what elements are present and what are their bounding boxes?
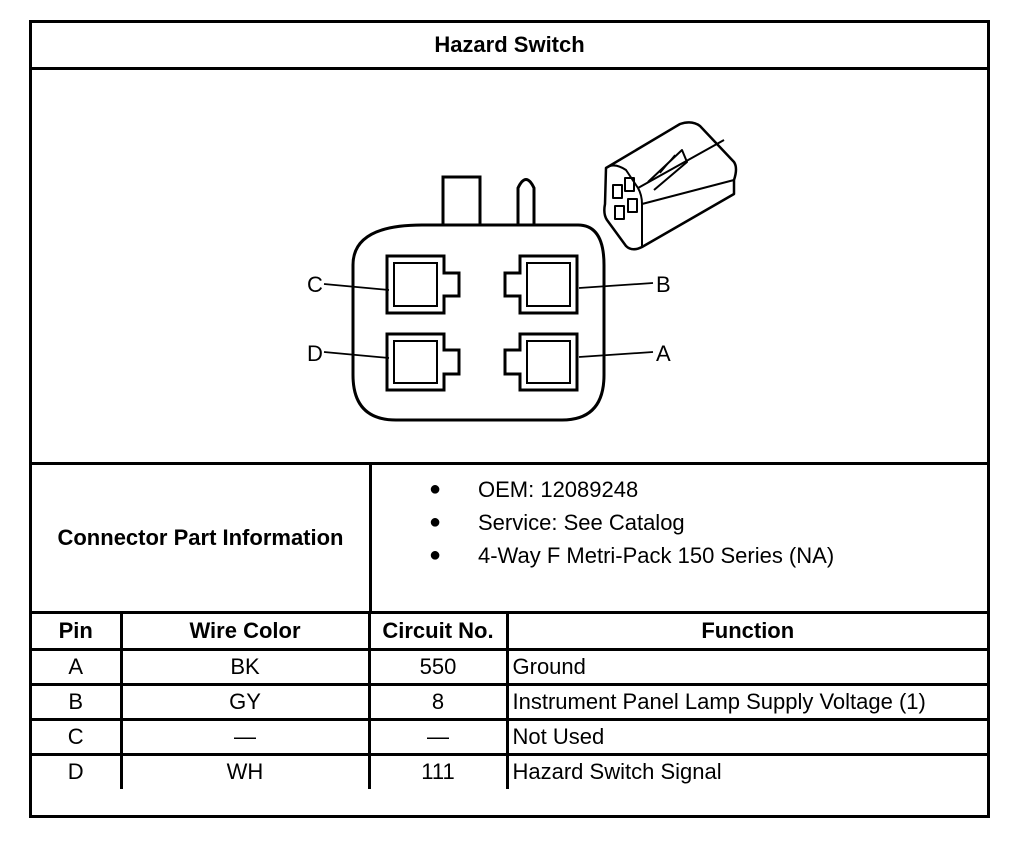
pin-label-d: D	[307, 341, 323, 366]
cell-wire-color: BK	[119, 647, 371, 686]
connector-card: Hazard Switch	[29, 20, 990, 818]
table-row: D WH 111 Hazard Switch Signal	[32, 752, 987, 789]
connector-part-info: Connector Part Information ● OEM: 120892…	[32, 465, 987, 614]
bullet-icon: ●	[429, 544, 442, 566]
cavity-c	[385, 254, 461, 315]
cell-wire-color: WH	[119, 752, 371, 789]
connector-diagram: C B D A	[32, 70, 987, 465]
info-item-text: OEM: 12089248	[478, 477, 639, 502]
cell-wire-color: —	[119, 717, 371, 756]
header-circuit-no: Circuit No.	[367, 614, 509, 651]
pin-label-b: B	[656, 272, 671, 297]
info-item-text: Service: See Catalog	[478, 510, 685, 535]
leader-line-a	[578, 351, 654, 358]
header-wire-color: Wire Color	[119, 614, 371, 651]
pin-table: Pin Wire Color Circuit No. Function A BK…	[32, 614, 987, 789]
pin-label-a: A	[656, 341, 671, 366]
cell-circuit-no: 111	[367, 752, 509, 789]
connector-part-info-label: Connector Part Information	[32, 465, 372, 611]
cell-wire-color: GY	[119, 682, 371, 721]
cell-circuit-no: —	[367, 717, 509, 756]
table-row: B GY 8 Instrument Panel Lamp Supply Volt…	[32, 682, 987, 721]
cell-pin: D	[32, 752, 123, 789]
table-header-row: Pin Wire Color Circuit No. Function	[32, 614, 987, 651]
page-title: Hazard Switch	[32, 23, 987, 70]
cavity-d	[385, 332, 461, 392]
leader-line-d	[323, 351, 390, 359]
cell-function: Hazard Switch Signal	[505, 752, 987, 789]
table-row: A BK 550 Ground	[32, 647, 987, 686]
pin-label-c: C	[307, 272, 323, 297]
list-item: ● 4-Way F Metri-Pack 150 Series (NA)	[372, 539, 987, 572]
leader-line-b	[578, 282, 654, 289]
connector-body	[351, 223, 606, 422]
header-function: Function	[505, 614, 987, 651]
leader-line-c	[323, 283, 390, 291]
connector-thumbnail	[603, 121, 738, 251]
cell-circuit-no: 550	[367, 647, 509, 686]
cell-pin: A	[32, 647, 123, 686]
list-item: ● OEM: 12089248	[372, 473, 987, 506]
connector-face-drawing: C B D A	[307, 121, 738, 422]
latch-tab-right	[516, 178, 536, 225]
connector-part-info-list: ● OEM: 12089248 ● Service: See Catalog ●…	[372, 473, 987, 572]
cell-pin: B	[32, 682, 123, 721]
cell-circuit-no: 8	[367, 682, 509, 721]
header-pin: Pin	[32, 614, 123, 651]
cell-pin: C	[32, 717, 123, 756]
cavity-a	[503, 332, 579, 392]
cell-function: Instrument Panel Lamp Supply Voltage (1)	[505, 682, 987, 721]
cavity-b	[503, 254, 579, 315]
cell-function: Ground	[505, 647, 987, 686]
info-item-text: 4-Way F Metri-Pack 150 Series (NA)	[478, 543, 835, 568]
bullet-icon: ●	[429, 511, 442, 533]
cell-function: Not Used	[505, 717, 987, 756]
bullet-icon: ●	[429, 478, 442, 500]
latch-tab-left	[441, 175, 482, 225]
table-row: C — — Not Used	[32, 717, 987, 756]
list-item: ● Service: See Catalog	[372, 506, 987, 539]
